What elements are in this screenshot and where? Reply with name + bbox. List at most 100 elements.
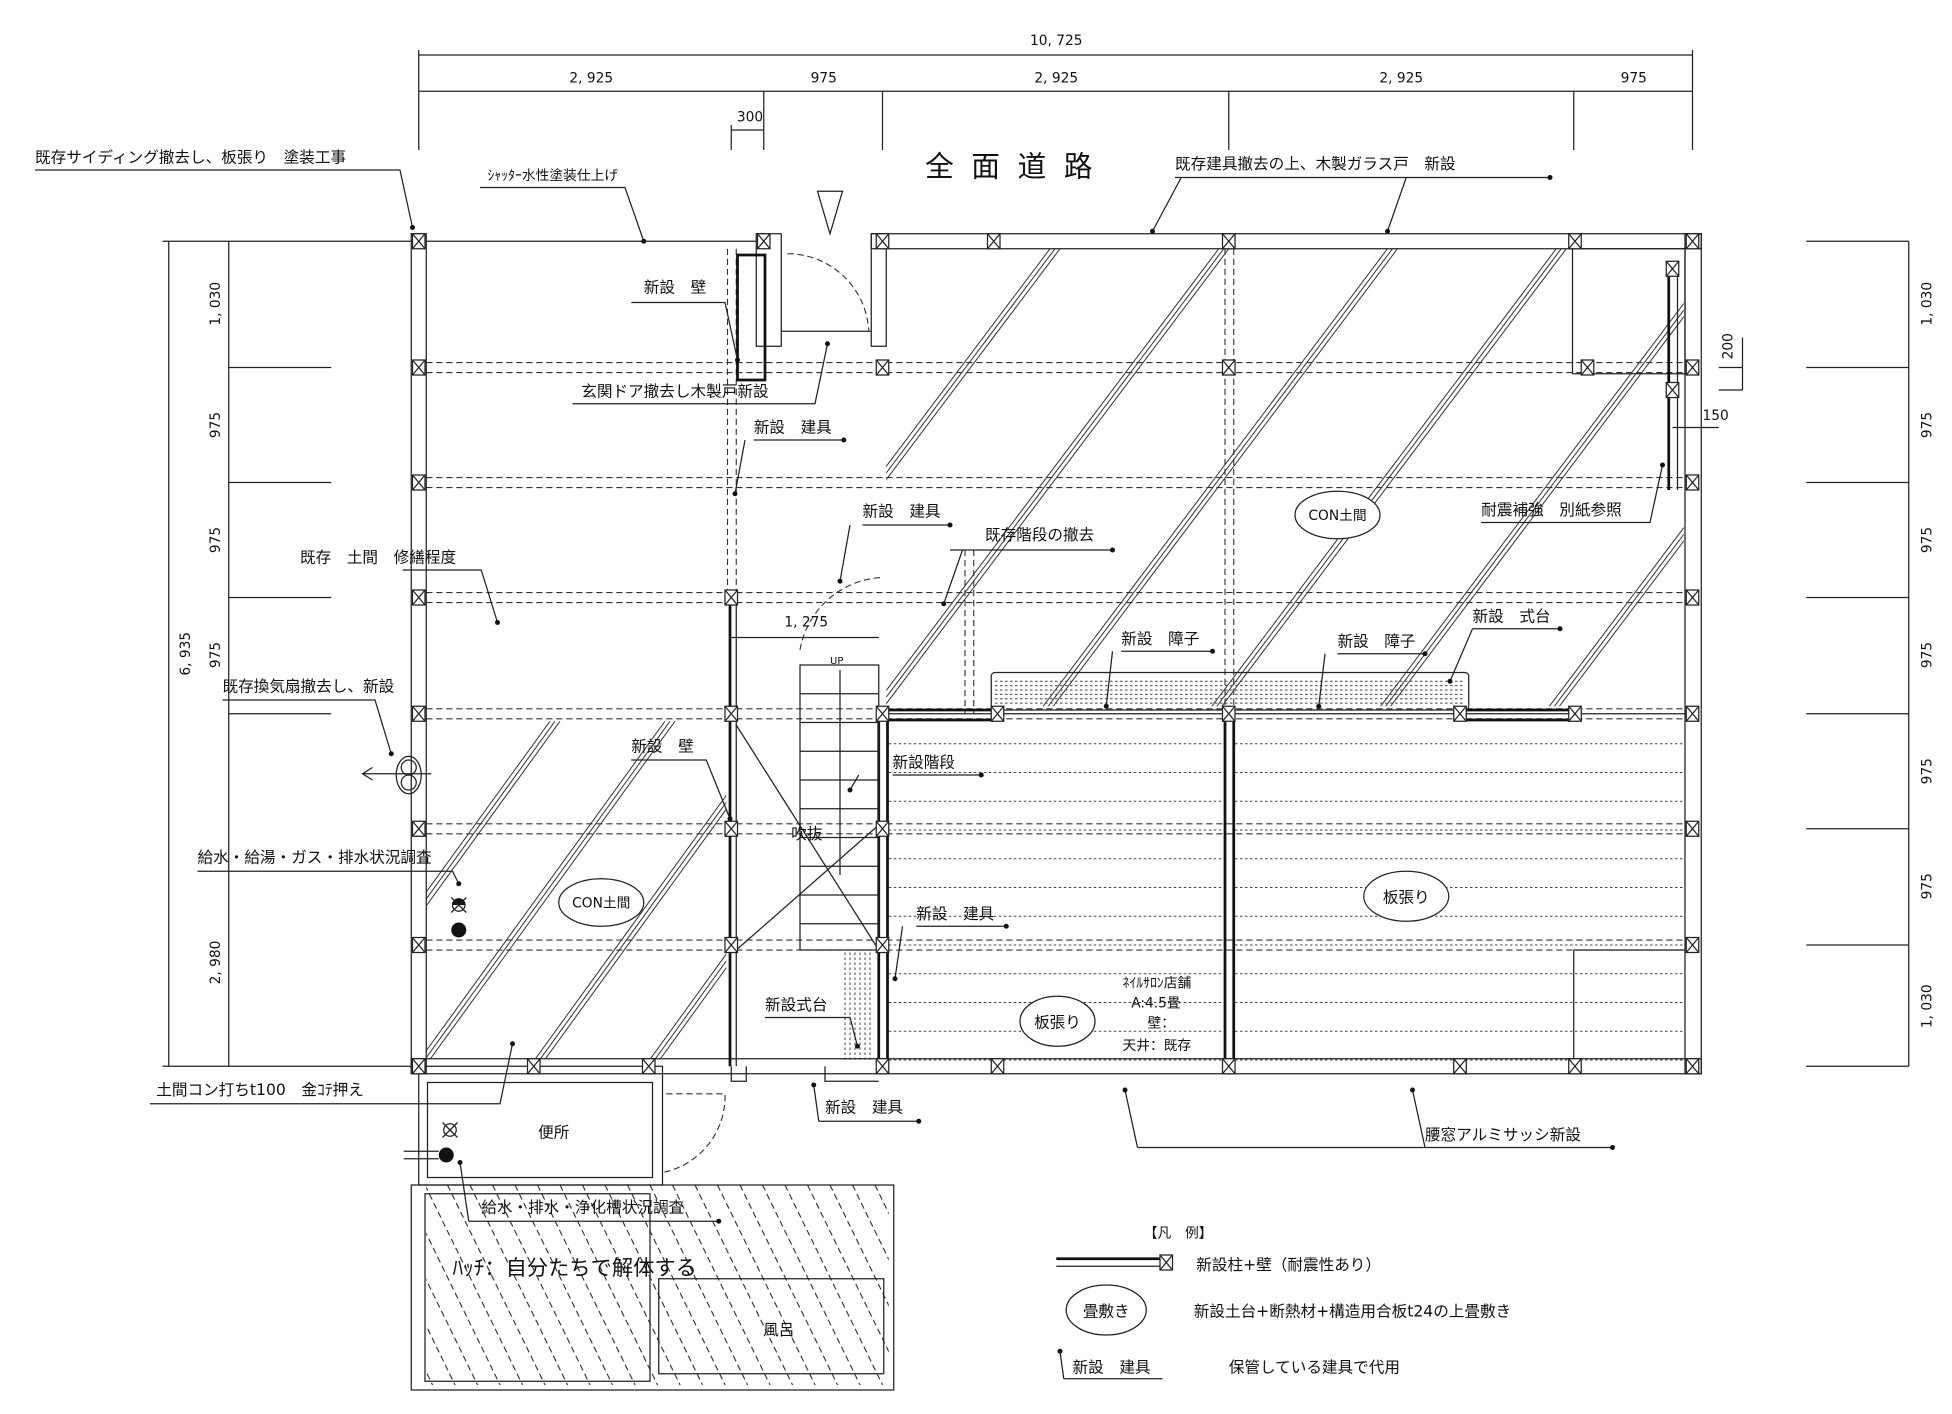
note-fan: 既存換気扇撤去し、新設 <box>223 677 395 695</box>
leader-dot <box>1447 678 1453 684</box>
leader-dot <box>892 976 898 982</box>
legend-title: 【凡 例】 <box>1144 1226 1213 1242</box>
post-cross <box>412 705 426 722</box>
leader-dot <box>1547 175 1553 181</box>
leader-dot <box>841 437 847 443</box>
leader-line <box>402 569 499 623</box>
post-cross <box>527 1058 541 1075</box>
hatch-line <box>784 1185 884 1386</box>
post-cross <box>1568 705 1582 722</box>
leader-dot <box>641 238 647 244</box>
note-new-fitting: 新設 建具 <box>825 1099 903 1117</box>
entrance-marker-icon <box>816 190 844 236</box>
post-cross <box>987 233 1001 250</box>
hatch-line <box>649 953 727 1059</box>
hatch-line <box>898 1185 998 1390</box>
hatch-line <box>534 794 727 1059</box>
leader-line <box>459 1162 470 1222</box>
road-label: 全面道路 <box>925 149 1110 183</box>
dim-right: 1, 030 <box>1919 984 1935 1028</box>
post-cross <box>412 589 426 606</box>
leader-dot <box>727 816 733 822</box>
dim-right: 975 <box>1919 642 1935 668</box>
hatch-line <box>426 1278 479 1386</box>
leader-line <box>765 1016 859 1047</box>
note-new-wall: 新設 壁 <box>644 279 706 297</box>
note-water-survey: 給水・給湯・ガス・排水状況調査 <box>198 849 433 867</box>
leader-line <box>1449 628 1474 682</box>
hatch-line <box>559 1185 659 1386</box>
post-cross <box>1222 1058 1236 1075</box>
leader-line <box>1124 1089 1139 1148</box>
hatch-line <box>426 1324 456 1386</box>
hatch-line <box>716 1185 816 1386</box>
room-con-doma: CON土間 <box>572 896 630 912</box>
hatch-line <box>761 1185 861 1386</box>
leader-dot <box>1385 228 1390 234</box>
legend-fitting-label: 新設 建具 <box>1073 1359 1151 1377</box>
leader-line <box>839 524 851 582</box>
hatch-line <box>536 1185 636 1386</box>
note-siding: 既存サイディング撤去し、板張り 塗装工事 <box>35 148 346 167</box>
post-cross <box>1222 359 1236 376</box>
leader-dot <box>1150 228 1155 234</box>
leader-line <box>1411 1089 1426 1148</box>
leader-dot <box>456 881 462 887</box>
shop-area: A:4.5畳 <box>1131 996 1181 1012</box>
hatch-line <box>654 960 727 1059</box>
note-new-wall: 新設 壁 <box>631 737 693 755</box>
note-concrete: 土間コン打ちt100 金ｺﾃ押え <box>156 1081 364 1099</box>
hatch-line <box>659 967 727 1059</box>
hatch-line <box>874 1185 889 1215</box>
post-cross <box>1685 705 1700 722</box>
hatch-line <box>739 1185 839 1386</box>
hatch-line <box>313 1185 413 1390</box>
post-cross <box>1665 260 1680 277</box>
hatch-line <box>1380 302 1684 707</box>
post-cross <box>412 233 426 250</box>
dim-left: 975 <box>208 412 224 438</box>
leader-dot <box>1103 703 1109 709</box>
leader-line <box>1318 653 1326 707</box>
leader-dot <box>735 357 740 363</box>
leader-line <box>197 870 460 885</box>
room-toilet: 便所 <box>538 1124 569 1142</box>
hatch-line <box>429 721 676 1059</box>
leader-dot <box>1660 462 1665 468</box>
post-cross <box>1685 474 1700 491</box>
post-cross <box>724 589 738 606</box>
room-con-doma: CON土間 <box>1308 508 1366 524</box>
hatch-line <box>671 1185 771 1386</box>
post-cross <box>1453 705 1467 722</box>
hatch-line <box>1723 249 1952 714</box>
septic-icon <box>403 1122 458 1163</box>
hatch-line <box>806 1185 889 1353</box>
grid-lines <box>426 248 1686 951</box>
post-cross <box>724 820 738 837</box>
dim-right: 975 <box>1919 527 1935 553</box>
board-floor-lines <box>888 743 1686 1061</box>
post-cross <box>1685 589 1700 606</box>
hatch-line <box>446 1185 546 1386</box>
dim-left: 2, 980 <box>208 941 224 985</box>
dim-right: 975 <box>1919 758 1935 784</box>
hatch-line <box>1221 248 1567 707</box>
leader-line <box>631 301 739 361</box>
post-cross <box>1685 820 1700 837</box>
post-cross <box>1568 233 1582 250</box>
post-cross <box>990 1058 1005 1075</box>
dim-right: 975 <box>1919 412 1935 438</box>
hatch-line <box>1548 526 1684 707</box>
walls: 1, 275 <box>410 233 1702 1391</box>
hatch-line <box>469 1185 569 1386</box>
leader-lines <box>35 169 1665 1224</box>
note-shoji: 新設 障子 <box>1338 632 1416 650</box>
dim-top: 2, 925 <box>1034 71 1078 87</box>
dim-right: 975 <box>1919 873 1935 899</box>
legend-fitting-desc: 保管している建具で代用 <box>1229 1359 1400 1377</box>
note-new-fitting: 新設 建具 <box>916 905 994 923</box>
post-cross <box>1685 937 1700 953</box>
hatch-line <box>886 248 1051 468</box>
note-new-fitting: 新設 建具 <box>863 502 941 520</box>
hatch-line <box>1390 316 1684 707</box>
